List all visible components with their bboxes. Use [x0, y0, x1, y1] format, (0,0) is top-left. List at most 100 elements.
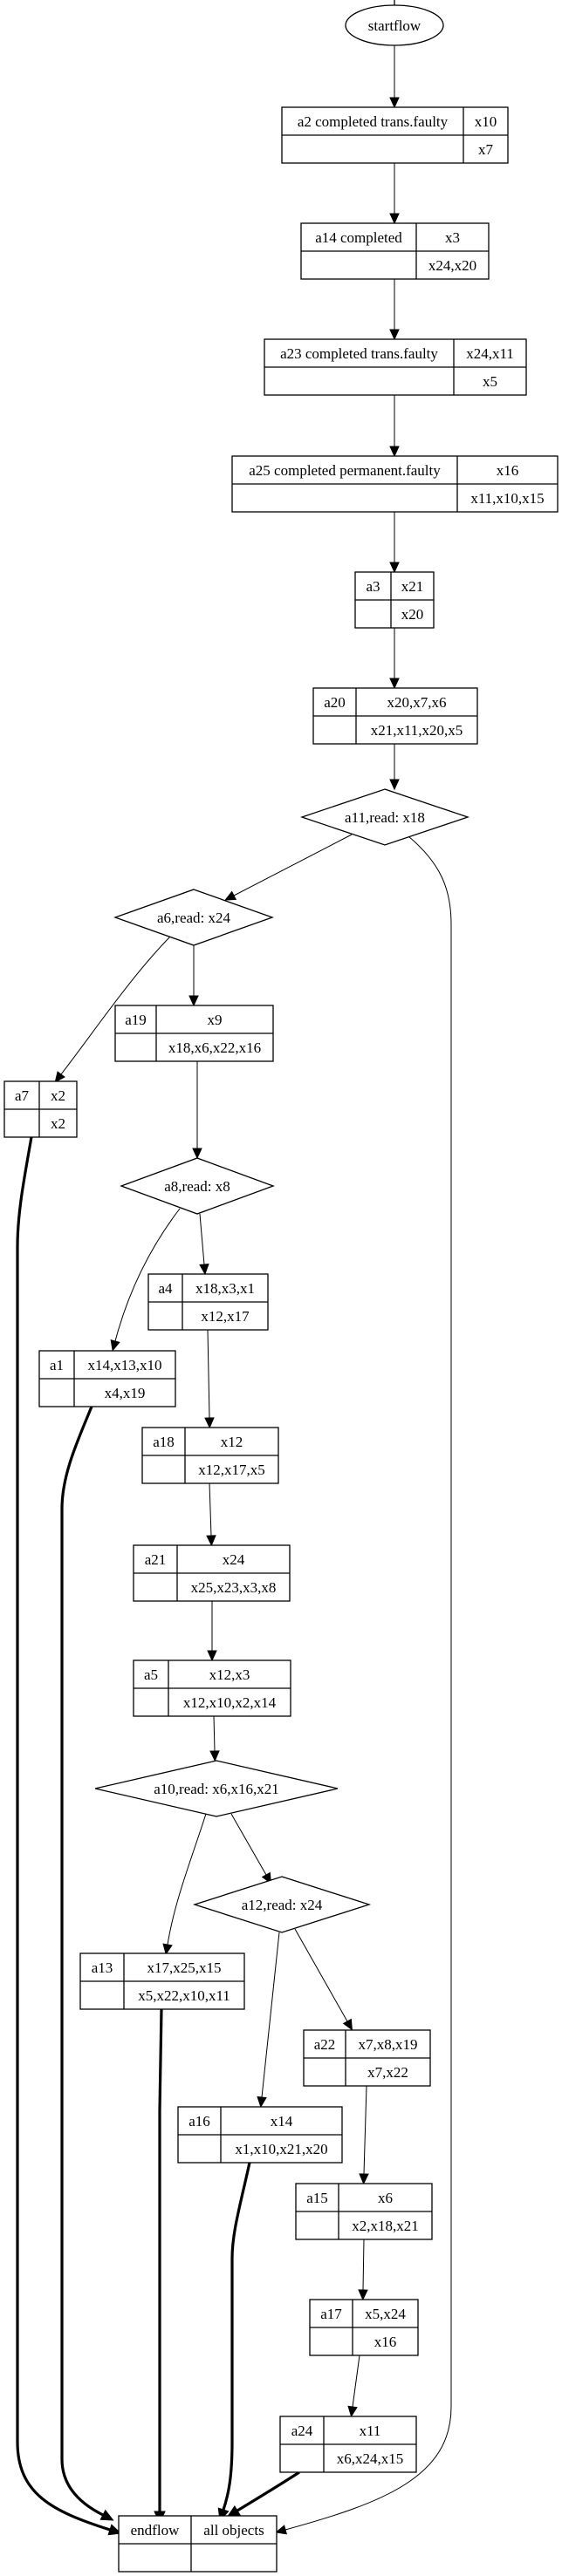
node-a10[interactable]: a10,read: x6,x16,x21	[94, 1760, 339, 1817]
record-name: a22	[314, 2036, 336, 2053]
record-bottom-vars: x20	[401, 606, 424, 623]
record-name: a2 completed trans.faulty	[298, 113, 449, 130]
node-startflow[interactable]: startflow	[345, 0, 444, 46]
decision-label: a10,read: x6,x16,x21	[154, 1781, 279, 1797]
arrowhead-a12-to-a16	[257, 2096, 267, 2109]
record-top-vars: x10	[475, 113, 497, 130]
decision-diamond	[192, 1876, 372, 1933]
edge-a11-to-a6	[233, 834, 353, 896]
decision-diamond	[299, 788, 470, 846]
record-top-vars: x20,x7,x6	[387, 694, 447, 711]
record-bottom-vars: x1,x10,x21,x20	[235, 2141, 327, 2157]
record-name: a24	[291, 2423, 313, 2439]
record-top-vars: x14	[271, 2113, 293, 2130]
edge-a10-to-a13	[167, 1813, 207, 1946]
arrowhead-startflow-to-a2	[389, 97, 400, 109]
arrowhead-a24-to-endflow	[226, 2504, 241, 2518]
arrowhead-a23-to-a25	[389, 446, 400, 458]
arrowhead-a21-to-a5	[207, 1650, 217, 1662]
arrowhead-a8-to-a1	[110, 1339, 120, 1352]
edge-a7-to-endflow	[16, 1136, 111, 2532]
node-a11[interactable]: a11,read: x18	[299, 788, 470, 846]
arrowhead-a8-to-a4	[199, 1264, 209, 1276]
edge-a13-to-endflow	[158, 2008, 163, 2511]
node-a2[interactable]: a2 completed trans.faulty x10 x7	[281, 106, 509, 164]
arrowhead-a12-to-a22	[342, 2018, 353, 2031]
node-a8[interactable]: a8,read: x8	[120, 1157, 275, 1215]
record-bottom-vars: x7	[478, 141, 494, 158]
arrowhead-a14-to-a23	[389, 329, 400, 341]
decision-diamond	[120, 1157, 275, 1215]
record-top-vars: x11	[360, 2423, 381, 2439]
record-bottom-vars: x7,x22	[367, 2064, 408, 2081]
record-top-vars: all objects	[203, 2522, 264, 2539]
decision-label: a11,read: x18	[345, 809, 425, 826]
node-a20[interactable]: a20 x20,x7,x6 x21,x11,x20,x5	[312, 687, 478, 745]
record-bottom-vars: x5,x22,x10,x11	[138, 1987, 230, 2004]
edge-a16-to-endflow	[222, 2162, 251, 2511]
record-top-vars: x21	[401, 578, 424, 595]
record-top-vars: x18,x3,x1	[195, 1280, 255, 1297]
arrowhead-a5-to-a10	[209, 1750, 220, 1762]
arrowhead-a11-to-endflow	[275, 2525, 288, 2535]
node-a6[interactable]: a6,read: x24	[113, 889, 274, 946]
record-bottom-vars: x12,x17	[201, 1308, 250, 1325]
record-bottom-vars: x25,x23,x3,x8	[191, 1579, 277, 1596]
decision-diamond	[113, 889, 274, 946]
record-name: a20	[324, 694, 346, 711]
arrowhead-a22-to-a15	[359, 2173, 369, 2185]
record-top-vars: x12,x3	[209, 1666, 250, 1683]
edge-a5-to-a10	[213, 1715, 216, 1752]
record-top-vars: x14,x13,x10	[88, 1357, 162, 1373]
start-ellipse	[345, 4, 444, 46]
record-top-vars: x6	[378, 2190, 393, 2206]
edge-a15-to-a17	[362, 2239, 365, 2291]
record-bottom-vars: x12,x17,x5	[198, 1462, 265, 1478]
decision-label: a8,read: x8	[164, 1178, 230, 1195]
arrowhead-a3-to-a20	[389, 678, 400, 690]
record-top-vars: x7,x8,x19	[359, 2036, 418, 2053]
record-name: a16	[188, 2113, 210, 2130]
record-name: a15	[306, 2190, 328, 2206]
record-bottom-vars: x16	[374, 2334, 397, 2350]
arrowhead-a6-to-a7	[54, 1071, 65, 1083]
record-top-vars: x5,x24	[365, 2306, 406, 2322]
arrowhead-a2-to-a14	[389, 213, 400, 225]
record-top-vars: x16	[497, 462, 519, 479]
record-bottom-vars: x21,x11,x20,x5	[371, 722, 463, 739]
edge-a11-to-endflow	[284, 835, 452, 2531]
node-a12[interactable]: a12,read: x24	[192, 1876, 372, 1933]
node-a22[interactable]: a22 x7,x8,x19 x7,x22	[303, 2029, 431, 2087]
arrowhead-a15-to-a17	[358, 2289, 368, 2301]
node-a4[interactable]: a4 x18,x3,x1 x12,x17	[147, 1273, 269, 1331]
arrowhead-a10-to-a13	[162, 1943, 173, 1956]
record-name: a18	[153, 1434, 175, 1450]
arrowhead-a25-to-a3	[389, 562, 400, 574]
record-name: a13	[92, 1959, 113, 1976]
edge-a1-to-endflow	[60, 1406, 104, 2517]
record-name: a7	[15, 1087, 30, 1104]
record-name: a23 completed trans.faulty	[280, 345, 438, 362]
edge-a12-to-a22	[294, 1928, 348, 2022]
edge-a24-to-endflow	[236, 2470, 300, 2512]
record-top-vars: x2	[51, 1087, 65, 1104]
record-name: a4	[158, 1280, 173, 1297]
start-label: startflow	[368, 17, 422, 34]
node-a16[interactable]: a16 x14 x1,x10,x21,x20	[177, 2106, 343, 2164]
